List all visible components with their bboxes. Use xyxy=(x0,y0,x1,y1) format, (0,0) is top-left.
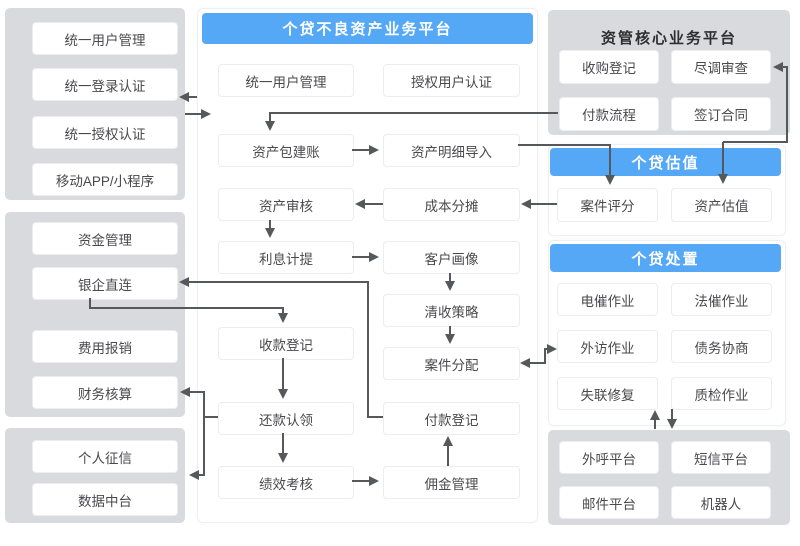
node-field-visit: 外访作业 xyxy=(557,330,658,363)
node-lost-contact-repair: 失联修复 xyxy=(557,377,658,410)
node-contract-signing: 签订合同 xyxy=(671,97,771,131)
node-commission-management: 佣金管理 xyxy=(383,466,520,499)
node-payment-registration: 付款登记 xyxy=(383,402,520,435)
node-payment-process: 付款流程 xyxy=(559,97,659,131)
node-asset-package-setup: 资产包建账 xyxy=(218,134,354,167)
node-asset-review: 资产审核 xyxy=(218,188,354,221)
node-financial-accounting: 财务核算 xyxy=(32,376,178,409)
node-robot: 机器人 xyxy=(671,486,771,519)
node-repayment-claim: 还款认领 xyxy=(218,402,354,435)
node-asset-detail-import: 资产明细导入 xyxy=(383,134,520,167)
node-asset-valuation: 资产估值 xyxy=(671,188,772,222)
data-panel: 个人征信 数据中台 xyxy=(5,428,185,523)
valuation-title: 个贷估值 xyxy=(550,148,781,176)
node-due-diligence-review: 尽调审查 xyxy=(671,50,771,84)
center-platform-title: 个贷不良资产业务平台 xyxy=(202,13,533,44)
node-unified-authz-auth: 统一授权认证 xyxy=(32,116,178,149)
node-cost-allocation: 成本分摊 xyxy=(383,188,520,221)
core-business-title: 资管核心业务平台 xyxy=(600,30,737,47)
node-case-assignment: 案件分配 xyxy=(383,347,520,380)
core-business-panel: 资管核心业务平台 收购登记 尽调审查 付款流程 签订合同 xyxy=(548,10,790,135)
identity-panel: 统一用户管理 统一登录认证 统一授权认证 移动APP/小程序 xyxy=(5,8,185,200)
node-data-middle-platform: 数据中台 xyxy=(32,483,178,516)
node-email-platform: 邮件平台 xyxy=(559,486,659,519)
node-phone-collection: 电催作业 xyxy=(557,283,658,316)
node-purchase-registration: 收购登记 xyxy=(559,50,659,84)
node-customer-profile: 客户画像 xyxy=(383,241,520,274)
node-unified-login-auth: 统一登录认证 xyxy=(32,68,178,101)
node-mobile-app-miniprogram: 移动APP/小程序 xyxy=(32,163,178,196)
node-quality-inspection: 质检作业 xyxy=(671,377,772,410)
disposal-title: 个贷处置 xyxy=(550,244,781,272)
node-unified-user-management: 统一用户管理 xyxy=(32,22,178,55)
channel-panel: 外呼平台 短信平台 邮件平台 机器人 xyxy=(548,430,790,525)
node-expense-reimbursement: 费用报销 xyxy=(32,330,178,363)
node-outbound-call-platform: 外呼平台 xyxy=(559,441,659,474)
node-fund-management: 资金管理 xyxy=(32,222,178,255)
node-collection-strategy: 清收策略 xyxy=(383,294,520,327)
node-sms-platform: 短信平台 xyxy=(671,441,771,474)
node-legal-collection: 法催作业 xyxy=(671,283,772,316)
node-unified-user-management-center: 统一用户管理 xyxy=(218,64,354,97)
node-performance-appraisal: 绩效考核 xyxy=(218,466,354,499)
node-receipt-registration: 收款登记 xyxy=(218,327,354,360)
node-case-scoring: 案件评分 xyxy=(557,188,658,222)
node-bank-enterprise-direct: 银企直连 xyxy=(32,267,178,300)
node-authorized-user-auth: 授权用户认证 xyxy=(383,64,520,97)
node-interest-accrual: 利息计提 xyxy=(218,241,354,274)
finance-panel: 资金管理 银企直连 费用报销 财务核算 xyxy=(5,212,185,417)
node-personal-credit: 个人征信 xyxy=(32,440,178,473)
node-debt-negotiation: 债务协商 xyxy=(671,330,772,363)
